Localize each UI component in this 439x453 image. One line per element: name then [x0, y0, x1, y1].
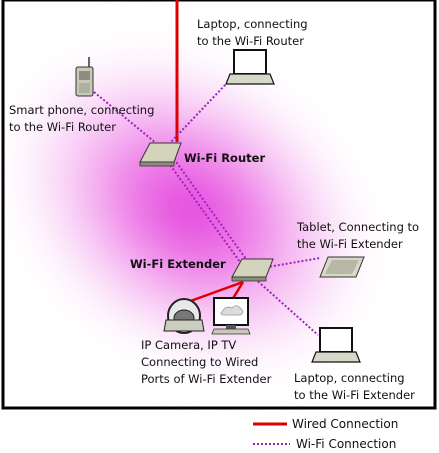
diagram-frame — [1, 0, 437, 410]
laptop-top-label-line1: Laptop, connecting — [197, 17, 308, 31]
legend-wifi-label: Wi-Fi Connection — [296, 437, 396, 451]
router-icon — [139, 142, 182, 167]
smartphone-icon — [75, 57, 94, 97]
laptop-top-icon — [225, 49, 275, 85]
wifi-link-laptop-bottom — [251, 275, 319, 336]
ip-camera-icon — [163, 298, 205, 334]
laptop-bottom-icon — [311, 327, 361, 363]
wifi-link-laptop-top — [167, 81, 229, 146]
wifi-link-tablet — [261, 257, 321, 269]
laptop-top-label-line2: to the Wi-Fi Router — [197, 34, 304, 48]
wifi-link-router-extender-a — [167, 161, 241, 263]
extender-label: Wi-Fi Extender — [130, 257, 226, 271]
extender-icon — [231, 258, 274, 282]
legend: Wired Connection Wi-Fi Connection — [253, 417, 398, 451]
wired-devices-label-line3: Ports of Wi-Fi Extender — [141, 372, 272, 386]
tablet-label-line1: Tablet, Connecting to — [296, 220, 419, 234]
ip-tv-icon — [211, 297, 251, 335]
wifi-link-router-extender-b — [173, 158, 247, 260]
wired-devices-label-line2: Connecting to Wired — [141, 355, 258, 369]
tablet-icon — [319, 256, 365, 278]
tablet-label-line2: the Wi-Fi Extender — [297, 237, 403, 251]
router-label: Wi-Fi Router — [184, 151, 265, 165]
wired-line-camera — [184, 280, 244, 305]
laptop-bottom-label-line2: to the Wi-Fi Extender — [294, 388, 415, 402]
legend-wired-label: Wired Connection — [292, 417, 398, 431]
laptop-bottom-label-line1: Laptop, connecting — [294, 371, 405, 385]
phone-label-line1: Smart phone, connecting — [9, 103, 154, 117]
wifi-link-phone — [93, 91, 163, 149]
wifi-links — [93, 81, 321, 336]
phone-label-line2: to the Wi-Fi Router — [9, 120, 116, 134]
wired-devices-label-line1: IP Camera, IP TV — [141, 338, 236, 352]
